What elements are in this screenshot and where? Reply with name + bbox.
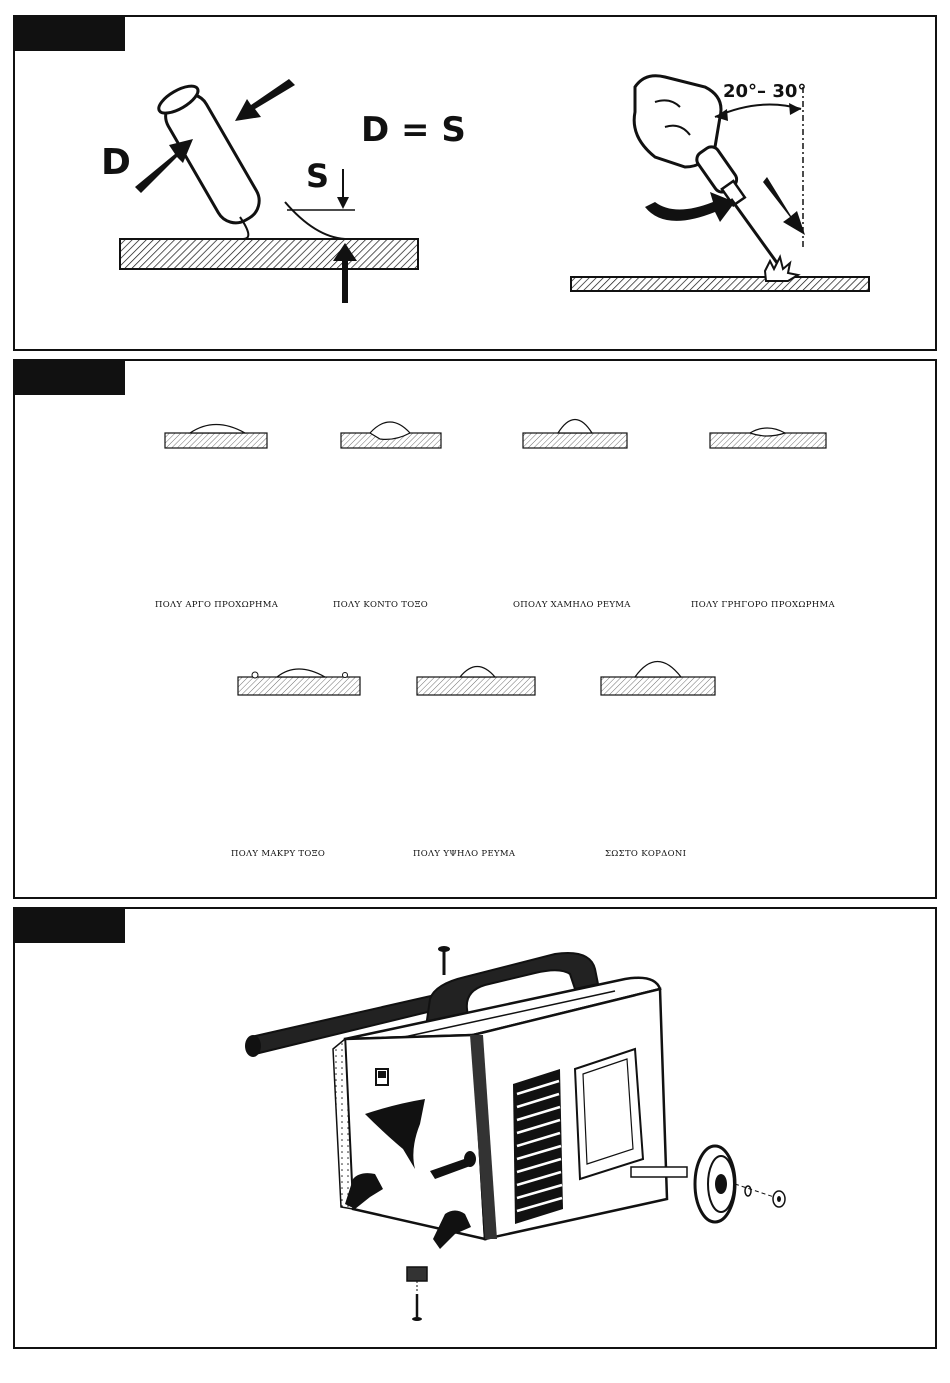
caption-high-current: ΠΟΛΥ ΥΨΗΛΟ ΡΕΥΜΑ <box>413 849 515 859</box>
bead-high-current <box>417 667 535 696</box>
label-d: D <box>101 142 131 183</box>
caption-fast-travel: ΠΟΛΥ ΓΡΗΓΟΡΟ ΠΡΟΧΩΡΗΜΑ <box>691 600 835 610</box>
caption-long-arc: ΠΟΛΥ ΜΑΚΡΥ ΤΟΞΟ <box>231 849 325 859</box>
caption-low-current: ΟΠΟΛΥ ΧΑΜΗΛΟ ΡΕΥΜΑ <box>513 600 631 610</box>
formula-d-equals-s: D = S <box>361 110 466 150</box>
caption-short-arc: ΠΟΛΥ ΚΟΝΤΟ ΤΟΞΟ <box>333 600 428 610</box>
label-s: S <box>306 157 329 195</box>
bead-fast-travel <box>710 428 826 448</box>
caption-correct-bead: ΣΩΣΤΟ ΚΟΡΔΟΝΙ <box>605 849 686 859</box>
bead-long-arc <box>238 669 360 695</box>
bead-short-arc <box>341 422 441 448</box>
bead-low-current <box>523 420 627 449</box>
caption-slow-travel: ΠΟΛΥ ΑΡΓΟ ΠΡΟΧΩΡΗΜΑ <box>155 600 278 610</box>
angle-label: 20°– 30° <box>723 81 806 102</box>
wheel <box>695 1146 735 1222</box>
figure-welder-assembly <box>13 907 937 1349</box>
bead-diagrams <box>15 361 935 897</box>
figure-weld-bead-defects: ΠΟΛΥ ΑΡΓΟ ΠΡΟΧΩΡΗΜΑ ΠΟΛΥ ΚΟΝΤΟ ΤΟΞΟ ΟΠΟΛ… <box>13 359 937 899</box>
figure-electrode-angle: D S D = S 20°– 30° <box>13 15 937 351</box>
bead-slow-travel <box>165 425 267 449</box>
screw-top <box>438 946 450 975</box>
bead-correct <box>601 662 715 696</box>
welder-machine-drawing <box>15 909 935 1347</box>
electrode-diagram <box>15 17 935 349</box>
vent-slots <box>513 1069 563 1224</box>
